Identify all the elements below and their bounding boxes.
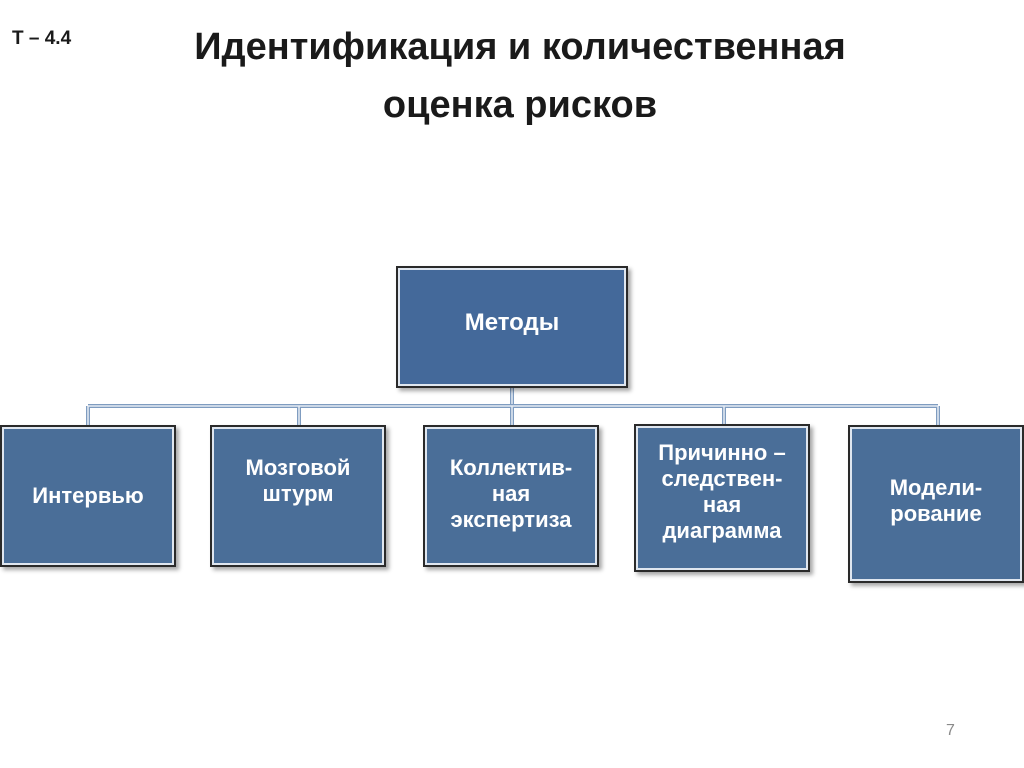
node-label: Модели- — [889, 475, 983, 500]
node-brainstorm: Мозговой штурм — [210, 425, 386, 567]
node-interview: Интервью — [0, 425, 176, 567]
node-collective-expertise: Коллектив- ная экспертиза — [423, 425, 599, 567]
node-cause-effect-diagram: Причинно – следствен- ная диаграмма — [634, 424, 810, 572]
node-label: Методы — [464, 309, 560, 336]
node-modeling: Модели- рование — [848, 425, 1024, 583]
node-label: диаграмма — [662, 518, 782, 543]
root-node-methods: Методы — [396, 266, 628, 388]
node-label: следствен- — [661, 466, 783, 491]
page-number: 7 — [946, 722, 955, 739]
slide-title: Идентификация и количественная оценка ри… — [130, 18, 910, 134]
connector-highlight — [87, 388, 939, 425]
node-label: экспертиза — [450, 507, 572, 532]
node-label: ная — [491, 481, 531, 506]
node-label: Причинно – — [658, 440, 786, 465]
slide-title-line-2: оценка рисков — [382, 84, 658, 126]
node-label: Интервью — [32, 483, 144, 508]
slide-code: Т – 4.4 — [12, 28, 72, 49]
node-label: штурм — [262, 481, 334, 506]
slide-title-line-1: Идентификация и количественная — [194, 26, 846, 68]
node-label: Мозговой — [245, 455, 351, 480]
node-label: ная — [702, 492, 742, 517]
node-label: Коллектив- — [449, 455, 573, 480]
node-label: рование — [890, 501, 982, 526]
